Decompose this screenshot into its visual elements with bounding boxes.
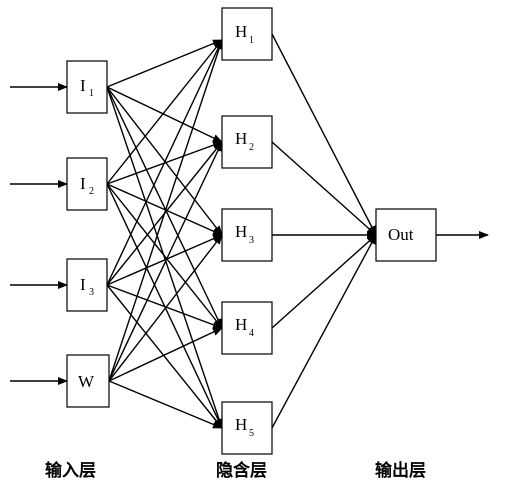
- input-hidden-edge: [108, 327, 223, 382]
- hidden-output-edge: [271, 33, 377, 236]
- node-label: I: [80, 76, 86, 95]
- node-label: H: [235, 22, 247, 41]
- node-subscript: 1: [89, 88, 94, 99]
- node-subscript: 1: [249, 35, 254, 46]
- input-node-w: W: [66, 354, 110, 408]
- input-hidden-edge: [106, 284, 223, 429]
- input-hidden-edge: [108, 39, 223, 382]
- input-hidden-edge: [106, 86, 223, 143]
- input-hidden-edge: [108, 234, 223, 382]
- input-node-i2: I 2: [66, 157, 108, 211]
- input-hidden-edge: [106, 39, 223, 185]
- node-label: H: [235, 315, 247, 334]
- node-label: Out: [388, 225, 414, 244]
- hidden-output-edge: [271, 141, 377, 236]
- hidden-layer-label: 隐含层: [216, 460, 267, 481]
- input-node-i3: I 3: [66, 258, 108, 312]
- output-node: Out: [375, 208, 437, 262]
- input-node-i1: I 1: [66, 60, 108, 114]
- node-subscript: 2: [249, 142, 254, 153]
- input-hidden-edge: [108, 141, 223, 382]
- node-subscript: 3: [249, 235, 254, 246]
- node-label: H: [235, 222, 247, 241]
- connections: [10, 33, 489, 429]
- input-hidden-edge: [106, 86, 223, 329]
- hidden-output-edge: [271, 234, 377, 329]
- node-subscript: 3: [89, 287, 94, 298]
- input-hidden-edge: [108, 380, 223, 429]
- node-subscript: 5: [249, 428, 254, 439]
- input-hidden-edge: [106, 234, 223, 286]
- node-subscript: 2: [89, 186, 94, 197]
- hidden-node-h3: H 3: [221, 208, 273, 262]
- hidden-output-edge: [271, 234, 377, 429]
- output-layer-label: 输出层: [375, 460, 426, 481]
- node-label: I: [80, 174, 86, 193]
- input-hidden-edge: [106, 183, 223, 329]
- hidden-node-h4: H 4: [221, 301, 273, 355]
- hidden-node-h5: H 5: [221, 401, 273, 455]
- input-hidden-edge: [106, 284, 223, 329]
- node-label: H: [235, 415, 247, 434]
- input-layer-label: 输入层: [45, 460, 96, 481]
- input-hidden-edge: [106, 183, 223, 236]
- input-hidden-edge: [106, 39, 223, 286]
- node-label: I: [80, 275, 86, 294]
- hidden-node-h1: H 1: [221, 7, 273, 61]
- input-hidden-edge: [106, 39, 223, 88]
- node-subscript: 4: [249, 328, 254, 339]
- input-hidden-edge: [106, 86, 223, 429]
- hidden-node-h2: H 2: [221, 115, 273, 169]
- node-label: H: [235, 129, 247, 148]
- node-label: W: [78, 372, 95, 391]
